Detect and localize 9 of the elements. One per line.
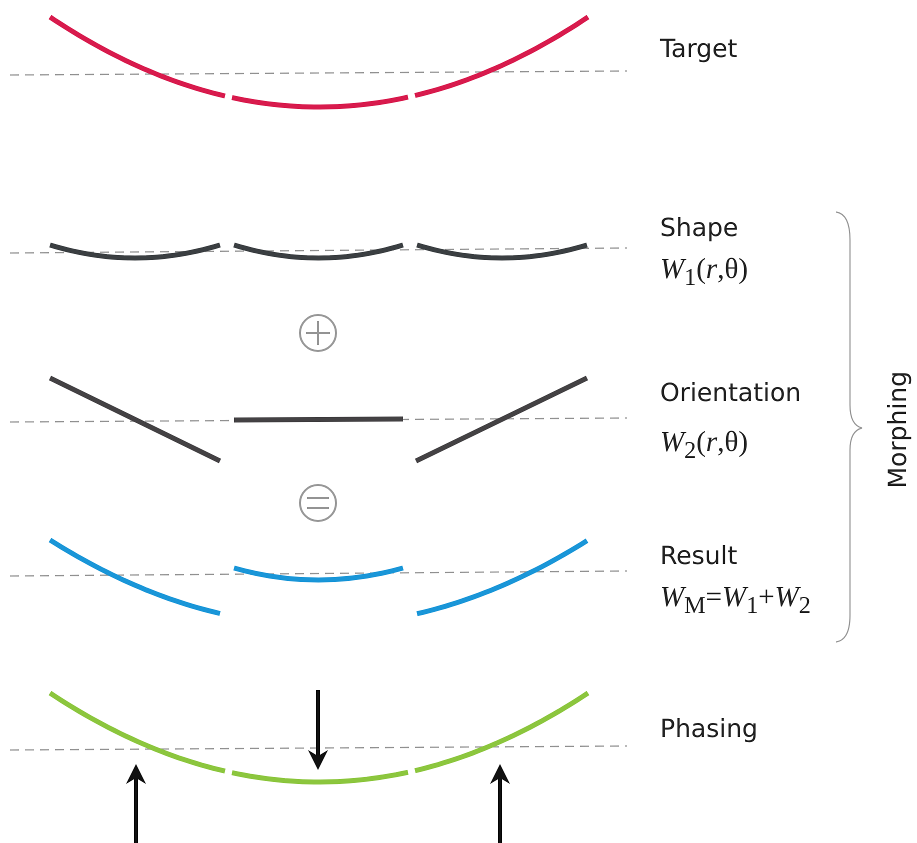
row-label: Phasing xyxy=(660,716,758,741)
group-label: Morphing xyxy=(885,371,910,489)
row-label: Orientation xyxy=(660,380,802,405)
row-label: Result xyxy=(660,543,738,568)
formula: W$_{M}$=W$_{1}$+W$_{2}$ xyxy=(660,583,811,618)
row-label: Target xyxy=(660,36,738,61)
formula: W$_{2}$(r,θ) xyxy=(660,428,748,463)
formula: W$_{1}$(r,θ) xyxy=(660,255,748,290)
row-label: Shape xyxy=(660,215,738,240)
